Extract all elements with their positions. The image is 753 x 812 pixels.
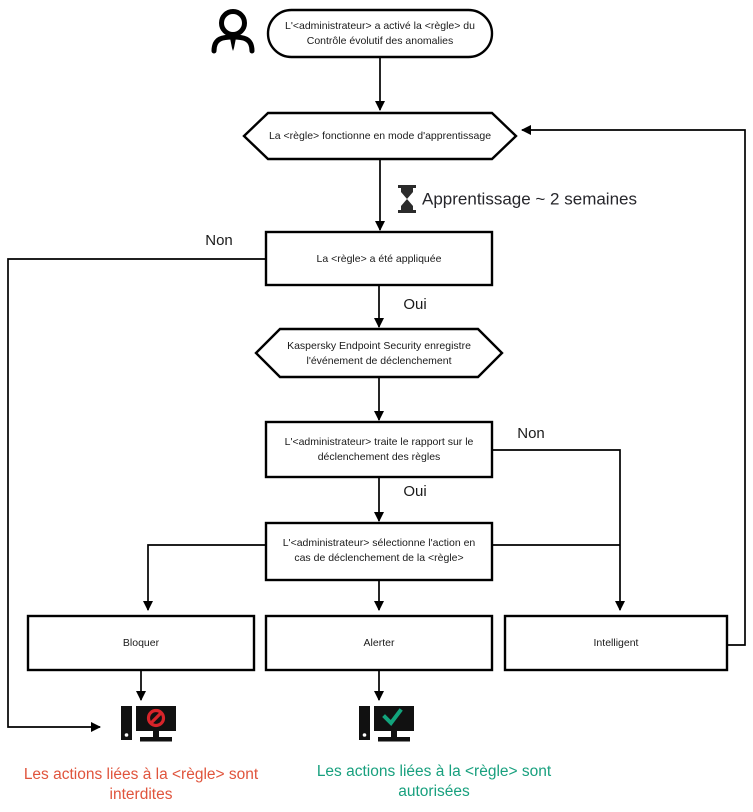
node-action-block: Bloquer bbox=[26, 614, 256, 672]
outcome-allowed-line1: Les actions liées à la <règle> sont bbox=[317, 763, 552, 780]
node-admin-selects: L'<administrateur> sélectionne l'action … bbox=[264, 521, 494, 582]
edge-label-rule-applied-no: Non bbox=[205, 232, 233, 249]
learning-duration-note: Apprentissage ~ 2 semaines bbox=[422, 189, 637, 208]
edge-smart-loop-back bbox=[520, 124, 746, 646]
node-admin-selects-line1: L'<administrateur> sélectionne l'action … bbox=[283, 537, 476, 549]
outcome-blocked-line2: interdites bbox=[110, 786, 173, 803]
node-admin-report: L'<administrateur> traite le rapport sur… bbox=[264, 420, 494, 479]
node-start: L'<administrateur> a activé la <règle> d… bbox=[266, 8, 494, 59]
edge-label-admin-report-no: Non bbox=[517, 425, 545, 442]
edge-label-rule-applied-yes: Oui bbox=[403, 296, 426, 313]
outcome-blocked-line1: Les actions liées à la <règle> sont bbox=[24, 766, 259, 783]
edge-admin-report-no bbox=[492, 449, 626, 612]
person-icon bbox=[211, 9, 255, 54]
node-action-alert: Alerter bbox=[264, 614, 494, 672]
node-action-alert-label: Alerter bbox=[364, 637, 395, 649]
monitor-allowed-icon bbox=[359, 706, 414, 742]
node-learning-mode-label: La <règle> fonctionne en mode d'apprenti… bbox=[269, 130, 491, 142]
node-action-block-label: Bloquer bbox=[123, 637, 160, 649]
node-action-smart-label: Intelligent bbox=[594, 637, 639, 649]
node-kes-logs-line2: l'événement de déclenchement bbox=[306, 355, 451, 367]
node-start-line1: L'<administrateur> a activé la <règle> d… bbox=[285, 20, 475, 32]
node-admin-selects-line2: cas de déclenchement de la <règle> bbox=[294, 552, 463, 564]
edge-select-to-block bbox=[142, 544, 266, 612]
node-admin-report-line1: L'<administrateur> traite le rapport sur… bbox=[285, 436, 474, 448]
node-action-smart: Intelligent bbox=[503, 614, 729, 672]
monitor-blocked-icon bbox=[121, 706, 176, 742]
node-kes-logs: Kaspersky Endpoint Security enregistre l… bbox=[254, 327, 504, 379]
hourglass-icon bbox=[398, 185, 416, 213]
node-rule-applied: La <règle> a été appliquée bbox=[264, 230, 494, 287]
node-start-line2: Contrôle évolutif des anomalies bbox=[307, 35, 454, 47]
node-learning-mode: La <règle> fonctionne en mode d'apprenti… bbox=[242, 111, 518, 161]
edge-rule-applied-no bbox=[7, 258, 266, 733]
outcome-allowed-line2: autorisées bbox=[398, 783, 470, 800]
node-kes-logs-line1: Kaspersky Endpoint Security enregistre bbox=[287, 340, 471, 352]
node-admin-report-line2: déclenchement des règles bbox=[318, 451, 441, 463]
node-rule-applied-label: La <règle> a été appliquée bbox=[317, 253, 442, 265]
edge-label-admin-report-yes: Oui bbox=[403, 483, 426, 500]
